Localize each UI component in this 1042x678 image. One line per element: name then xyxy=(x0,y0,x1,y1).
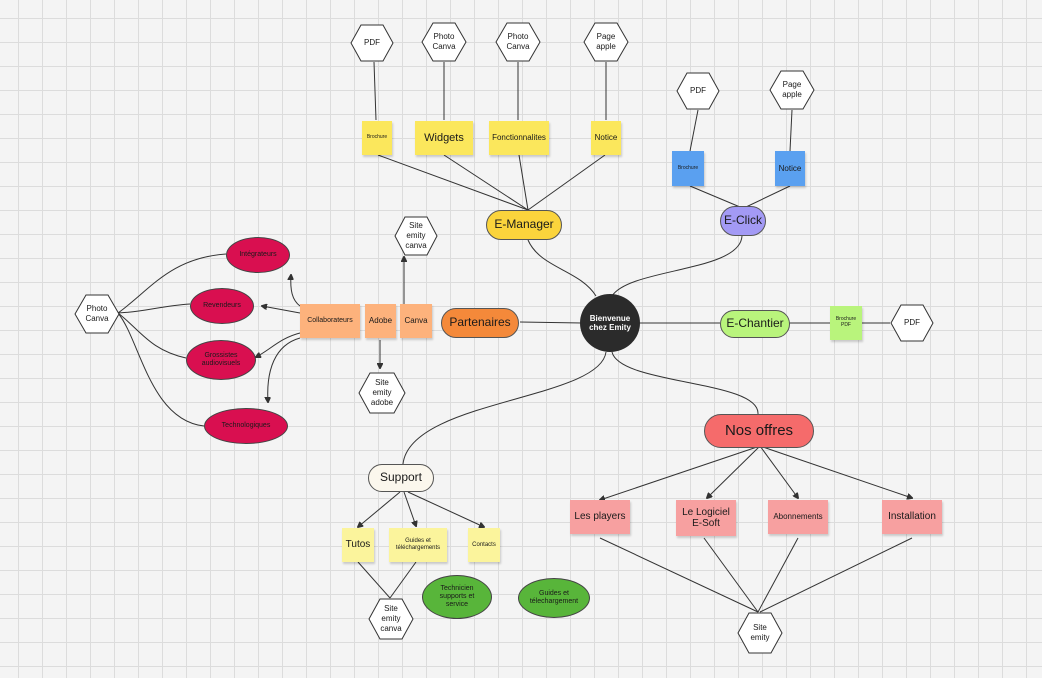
partenaires-label: Partenaires xyxy=(449,315,511,330)
e-manager-fonctionnalites-note[interactable]: Fonctionnalites xyxy=(489,121,549,155)
offer-label: Le Logiciel E-Soft xyxy=(682,506,730,530)
e-manager-label: E-Manager xyxy=(494,217,554,232)
nos-offres-node[interactable]: Nos offres xyxy=(704,414,814,448)
hex-label: Photo Canva xyxy=(506,32,530,51)
hex-label: Site emity canva xyxy=(405,221,427,250)
offer-label: Abonnements xyxy=(773,512,823,522)
e-chantier-node[interactable]: E-Chantier xyxy=(720,310,790,338)
emanager-photo-canva-hex-1[interactable]: Photo Canva xyxy=(421,22,467,62)
adobe-box[interactable]: Adobe xyxy=(365,304,396,338)
grossistes-oval[interactable]: Grossistes audiovisuels xyxy=(186,340,256,380)
integrateurs-oval[interactable]: Intégrateurs xyxy=(226,237,290,273)
note-label: Fonctionnalites xyxy=(492,133,546,143)
guides-telechargement-oval[interactable]: Guides et télechargement xyxy=(518,578,590,618)
box-label: Canva xyxy=(404,316,428,326)
partenaires-node[interactable]: Partenaires xyxy=(441,308,519,338)
note-label: Notice xyxy=(778,163,802,173)
hex-label: PDF xyxy=(364,38,380,47)
hex-label: Site emity adobe xyxy=(370,378,394,407)
partners-photo-canva-hex[interactable]: Photo Canva xyxy=(74,294,120,334)
hex-label: Page apple xyxy=(596,32,616,51)
box-label: Collaborateurs xyxy=(307,316,353,324)
e-manager-node[interactable]: E-Manager xyxy=(486,210,562,240)
note-label: Brochure PDF xyxy=(835,316,857,328)
note-label: Tutos xyxy=(345,539,371,551)
nos-offres-label: Nos offres xyxy=(724,422,794,440)
note-label: Widgets xyxy=(424,131,464,144)
canva-box[interactable]: Canva xyxy=(400,304,432,338)
oval-label: Guides et télechargement xyxy=(529,589,579,605)
e-manager-notice-note[interactable]: Notice xyxy=(591,121,621,155)
hex-label: Site emity xyxy=(750,623,770,642)
technicien-oval[interactable]: Technicien supports et service xyxy=(422,575,492,619)
oval-label: Technologiques xyxy=(221,421,271,429)
support-tutos-note[interactable]: Tutos xyxy=(342,528,374,562)
e-click-node[interactable]: E-Click xyxy=(720,206,766,236)
e-manager-brochure-note[interactable]: Brochure xyxy=(362,121,392,155)
center-label: Bienvenue chez Emity xyxy=(589,313,631,332)
eclick-pdf-hex[interactable]: PDF xyxy=(676,72,720,110)
e-chantier-label: E-Chantier xyxy=(726,316,784,331)
eclick-page-apple-hex[interactable]: Page apple xyxy=(769,70,815,110)
note-label: Contacts xyxy=(472,541,496,548)
oval-label: Revendeurs xyxy=(203,301,241,309)
offer-esoft[interactable]: Le Logiciel E-Soft xyxy=(676,500,736,536)
emanager-page-apple-hex[interactable]: Page apple xyxy=(583,22,629,62)
e-manager-widgets-note[interactable]: Widgets xyxy=(415,121,473,155)
box-label: Adobe xyxy=(368,316,393,326)
support-label: Support xyxy=(379,470,423,485)
support-node[interactable]: Support xyxy=(368,464,434,492)
note-label: Brochure xyxy=(677,164,699,171)
offer-abonnements[interactable]: Abonnements xyxy=(768,500,828,534)
hex-label: PDF xyxy=(904,318,920,327)
emanager-pdf-hex[interactable]: PDF xyxy=(350,24,394,62)
hex-label: Photo Canva xyxy=(85,304,109,323)
support-site-emity-hex[interactable]: Site emity canva xyxy=(368,598,414,640)
collaborateurs-box[interactable]: Collaborateurs xyxy=(300,304,360,338)
revendeurs-oval[interactable]: Revendeurs xyxy=(190,288,254,324)
oval-label: Grossistes audiovisuels xyxy=(201,351,241,367)
support-contacts-note[interactable]: Contacts xyxy=(468,528,500,562)
hex-label: Site emity canva xyxy=(380,604,402,633)
hex-label: Page apple xyxy=(782,80,802,99)
offer-label: Installation xyxy=(888,511,936,523)
hex-label: PDF xyxy=(690,86,706,95)
hex-label: Photo Canva xyxy=(432,32,456,51)
oval-label: Intégrateurs xyxy=(239,250,277,258)
e-chantier-brochure-note[interactable]: Brochure PDF xyxy=(830,306,862,340)
emanager-photo-canva-hex-2[interactable]: Photo Canva xyxy=(495,22,541,62)
technologiques-oval[interactable]: Technologiques xyxy=(204,408,288,444)
offer-players[interactable]: Les players xyxy=(570,500,630,534)
offer-label: Les players xyxy=(574,511,626,523)
oval-label: Technicien supports et service xyxy=(439,584,475,609)
note-label: Guides et téléchargements xyxy=(395,538,441,551)
support-guides-note[interactable]: Guides et téléchargements xyxy=(389,528,447,562)
e-click-brochure-note[interactable]: Brochure xyxy=(672,151,704,186)
e-click-label: E-Click xyxy=(724,213,762,228)
offer-installation[interactable]: Installation xyxy=(882,500,942,534)
echantier-pdf-hex[interactable]: PDF xyxy=(890,304,934,342)
partners-canva-hex[interactable]: Site emity canva xyxy=(394,216,438,256)
center-node[interactable]: Bienvenue chez Emity xyxy=(580,294,640,352)
note-label: Notice xyxy=(594,133,618,143)
partners-adobe-hex[interactable]: Site emity adobe xyxy=(358,372,406,414)
e-click-notice-note[interactable]: Notice xyxy=(775,151,805,186)
note-label: Brochure xyxy=(366,134,388,141)
offers-site-emity-hex[interactable]: Site emity xyxy=(737,612,783,654)
